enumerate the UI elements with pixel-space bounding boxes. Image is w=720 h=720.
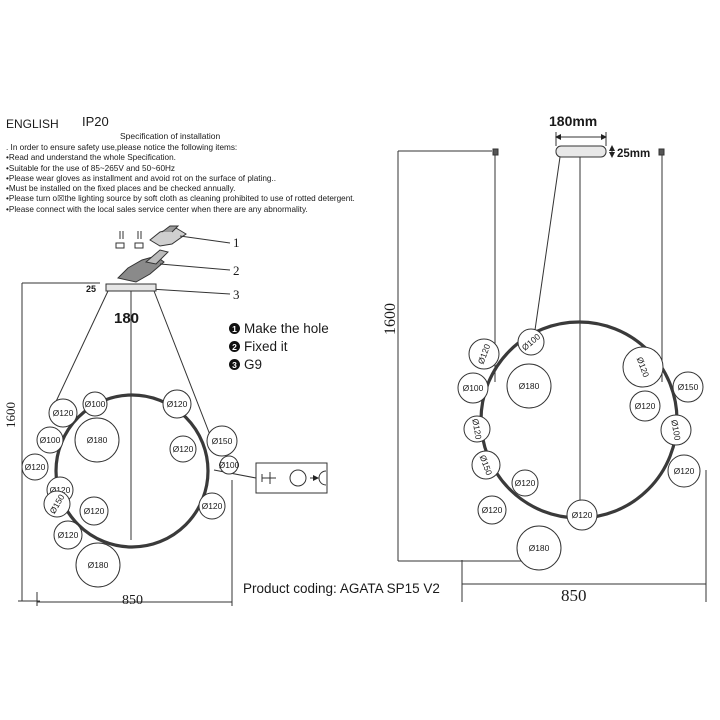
globe-diameter-label: Ø100 <box>219 460 240 470</box>
ip-rating: IP20 <box>82 114 109 129</box>
step-number: 2 <box>229 341 240 352</box>
glass-globe <box>457 372 489 404</box>
glass-globe <box>629 390 661 422</box>
mounting-hardware-icon <box>115 225 187 283</box>
step-number: 3 <box>229 359 240 370</box>
globe-diameter-label: Ø180 <box>88 560 109 570</box>
globe-diameter-label: Ø150 <box>212 436 233 446</box>
callout-number: 3 <box>233 287 240 302</box>
glass-globe <box>660 414 692 446</box>
globe-diameter-label: Ø180 <box>87 435 108 445</box>
glass-globe <box>468 338 500 370</box>
instruction-line: •Suitable for the use of 85~265V and 50~… <box>6 163 176 173</box>
globe-diameter-label: Ø120 <box>84 506 105 516</box>
width-label: 850 <box>122 593 143 608</box>
canopy-height-label: 25 <box>86 284 96 294</box>
instruction-line: •Please connect with the local sales ser… <box>6 204 308 214</box>
globe-diameter-label: Ø100 <box>463 383 484 393</box>
glass-globe <box>48 398 78 428</box>
globe-diameter-label: Ø120 <box>58 530 79 540</box>
glass-globe <box>53 520 83 550</box>
glass-globe <box>517 328 545 356</box>
spec-title: Specification of installation <box>120 131 221 141</box>
width-label: 850 <box>561 586 587 605</box>
globe-diameter-label: Ø120 <box>25 462 46 472</box>
callout-number: 1 <box>233 235 240 250</box>
globe-diameter-label: Ø180 <box>519 381 540 391</box>
glass-globe <box>75 542 121 588</box>
glass-globe <box>21 453 49 481</box>
canopy <box>555 145 607 158</box>
step-number: 1 <box>229 323 240 334</box>
height-label: 1600 <box>382 303 399 335</box>
instruction-line: . In order to ensure safety use,please n… <box>6 143 238 152</box>
glass-globe <box>198 492 226 520</box>
glass-globe <box>43 490 71 518</box>
globe-diameter-label: Ø120 <box>515 478 536 488</box>
globe-diameter-label: Ø120 <box>572 510 593 520</box>
canopy-height-label: 25mm <box>617 148 650 160</box>
main-ring <box>54 393 210 549</box>
glass-globe <box>463 415 491 443</box>
glass-globe <box>169 435 197 463</box>
left-view <box>18 225 328 606</box>
glass-globe <box>74 417 120 463</box>
glass-globe <box>82 391 108 417</box>
glass-globe <box>206 425 238 457</box>
instruction-line: •Read and understand the whole Specifica… <box>6 153 176 163</box>
globe-diameter-label: Ø120 <box>202 501 223 511</box>
globe-diameter-label: Ø100 <box>40 435 61 445</box>
step-label: Fixed it <box>244 339 288 354</box>
globe-diameter-label: Ø120 <box>173 444 194 454</box>
callout-number: 2 <box>233 263 240 278</box>
glass-globe <box>219 455 239 475</box>
glass-globe <box>667 454 701 488</box>
globe-diameter-label: Ø180 <box>529 543 550 553</box>
globe-diameter-label: Ø120 <box>470 418 484 440</box>
instruction-line: •Must be installed on the fixed places a… <box>6 184 236 194</box>
step-label: G9 <box>244 357 263 372</box>
canopy-width-label: 180mm <box>549 113 597 129</box>
glass-globe <box>477 495 507 525</box>
canopy-width-label: 180 <box>114 310 139 327</box>
step-fixed: 2 Fixed it <box>229 339 288 354</box>
instruction-list: . In order to ensure safety use,please n… <box>6 143 355 215</box>
step-bulb: 3 G9 <box>229 357 262 372</box>
glass-globe <box>162 389 192 419</box>
language-label: ENGLISH <box>6 117 59 131</box>
globe-diameter-label: Ø120 <box>50 485 71 495</box>
instruction-line: •Please turn o☒the lighting source by so… <box>6 194 355 204</box>
glass-globe <box>506 363 552 409</box>
glass-globe <box>511 469 539 497</box>
globe-diameter-label: Ø150 <box>678 382 699 392</box>
globe-diameter-label: Ø100 <box>85 399 106 409</box>
glass-globe <box>79 496 109 526</box>
globe-diameter-label: Ø120 <box>674 466 695 476</box>
step-label: Make the hole <box>244 321 329 336</box>
step-make-hole: 1 Make the hole <box>229 321 329 336</box>
globe-diameter-label: Ø120 <box>167 399 188 409</box>
glass-globe <box>36 426 64 454</box>
globe-diameter-label: Ø120 <box>635 401 656 411</box>
bulb-detail-box <box>255 462 328 494</box>
globe-diameter-label: Ø120 <box>482 505 503 515</box>
globe-diameter-label: Ø100 <box>669 419 683 441</box>
glass-globe <box>566 499 598 531</box>
glass-globe <box>672 371 704 403</box>
product-code: Product coding: AGATA SP15 V2 <box>243 581 440 596</box>
height-label: 1600 <box>3 402 18 428</box>
canopy <box>105 283 157 292</box>
glass-globe <box>622 346 664 388</box>
glass-globe <box>516 525 562 571</box>
instruction-line: •Please wear gloves as installment and a… <box>6 173 277 183</box>
glass-globe <box>471 450 501 480</box>
globe-diameter-label: Ø120 <box>53 408 74 418</box>
